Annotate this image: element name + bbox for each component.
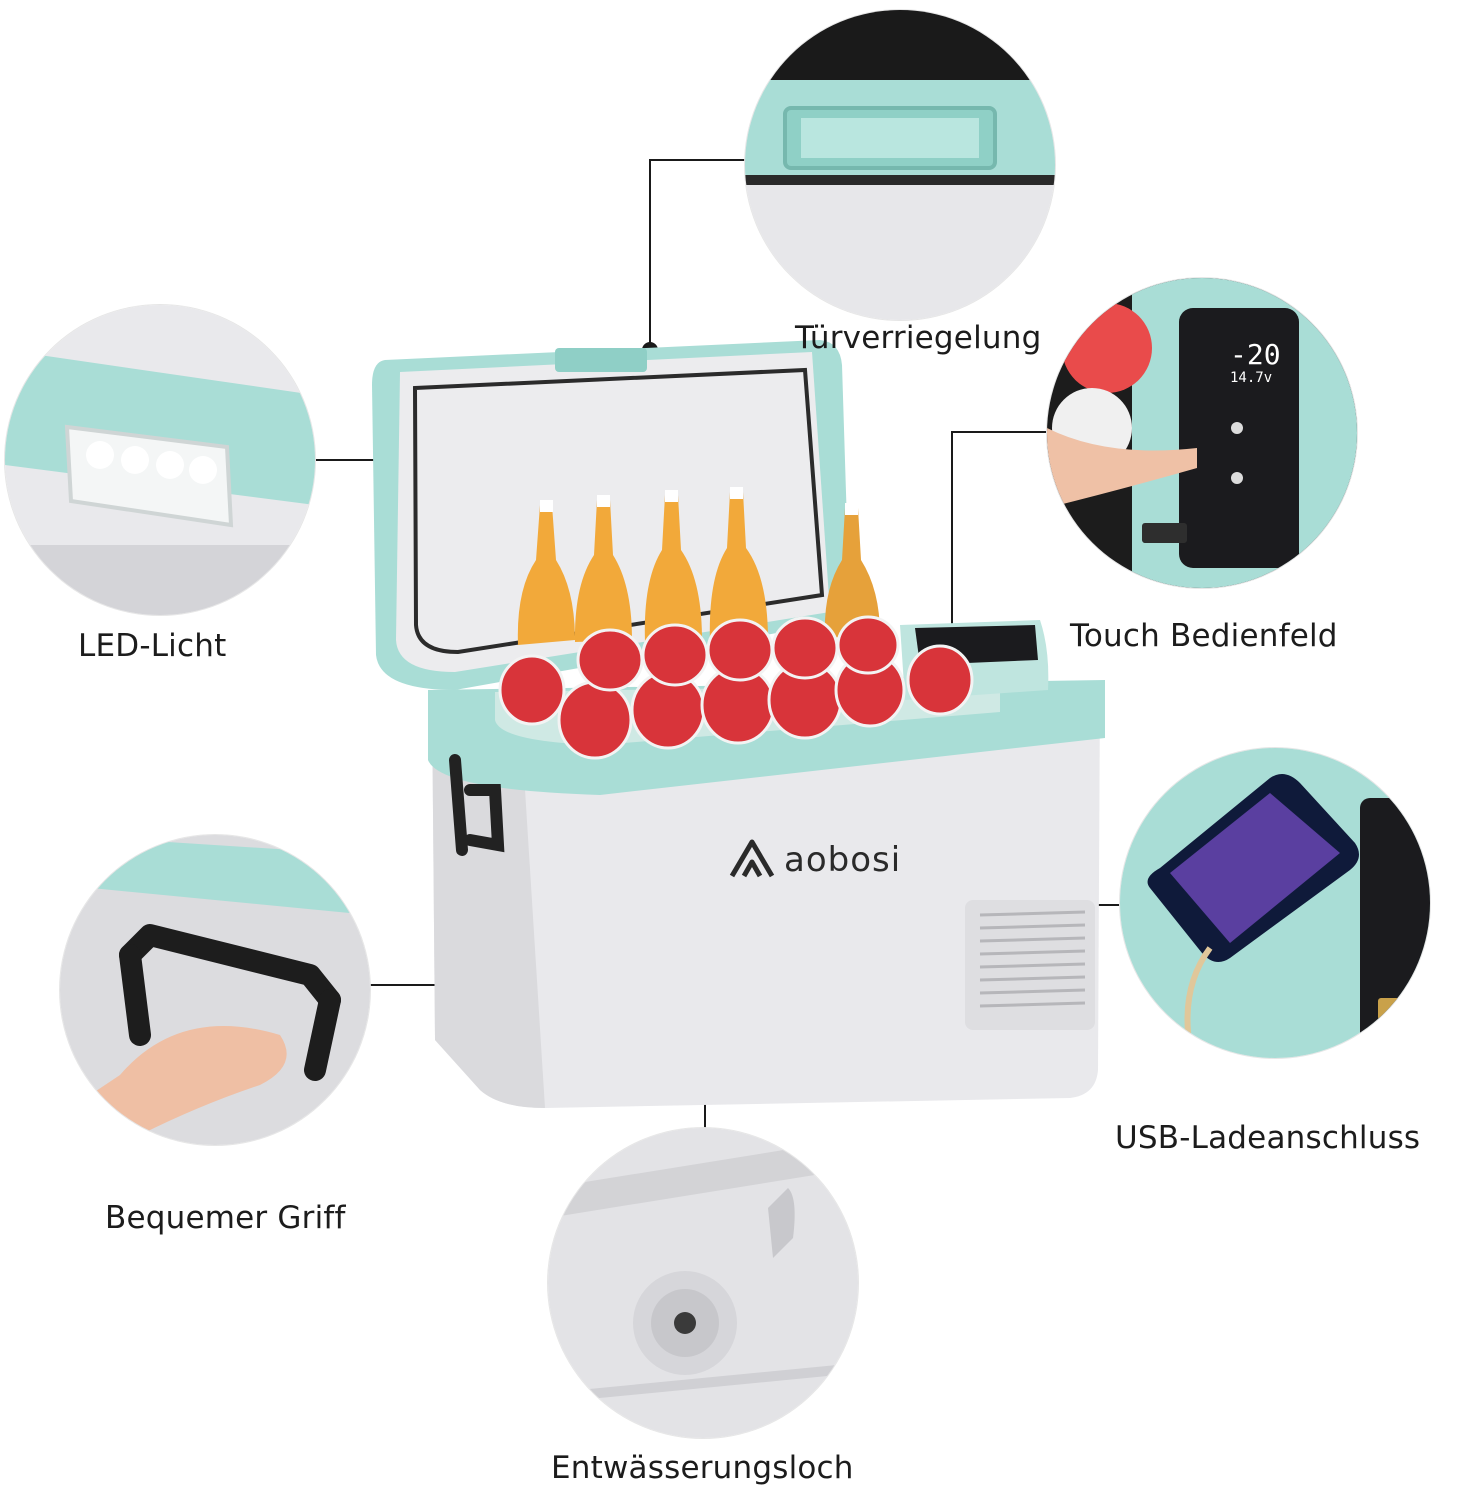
callout-touch-panel — [1047, 278, 1357, 588]
bottles — [517, 487, 880, 645]
leader-door-lock — [649, 159, 745, 350]
label-door-lock: Türverriegelung — [795, 320, 1042, 356]
display-voltage: 14.7v — [1230, 370, 1273, 386]
callout-drain-hole — [548, 1128, 858, 1438]
brand-name: aobosi — [784, 840, 902, 880]
label-drain-hole: Entwässerungsloch — [551, 1450, 854, 1486]
leader-touch — [951, 431, 1050, 632]
label-touch-panel: Touch Bedienfeld — [1070, 618, 1338, 654]
callout-usb-port — [1120, 748, 1430, 1058]
label-led-light: LED-Licht — [78, 628, 227, 664]
cans — [498, 615, 974, 760]
brand-logo-icon — [729, 839, 775, 878]
display-temperature: -20 — [1230, 338, 1281, 371]
callout-handle — [60, 835, 370, 1145]
callout-door-lock — [745, 10, 1055, 320]
fridge-lid-latch — [555, 348, 647, 372]
fridge-side-handle — [449, 754, 505, 856]
label-usb-port: USB-Ladeanschluss — [1115, 1120, 1421, 1156]
callout-led-light — [5, 305, 315, 615]
fridge-vent-slots — [979, 910, 1086, 1008]
label-handle: Bequemer Griff — [105, 1200, 346, 1236]
